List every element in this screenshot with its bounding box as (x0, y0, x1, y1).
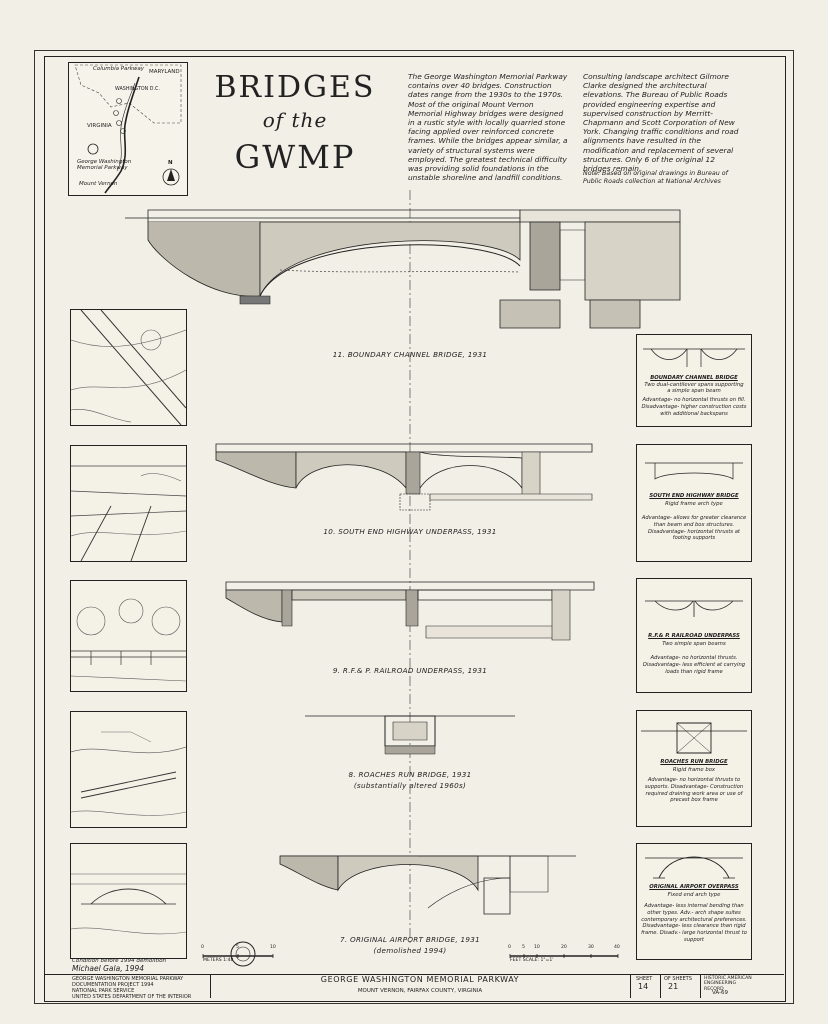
sketch-airport-bridge (70, 843, 187, 959)
sketch-rfp-railroad (70, 580, 187, 692)
description-note: Note: Based on original drawings in Bure… (583, 170, 728, 185)
description-col2: Consulting landscape architect Gilmore C… (583, 72, 739, 174)
diagram-title: BOUNDARY CHANNEL BRIDGE (650, 375, 738, 381)
caption-airport-bridge-note: (demolished 1994) (373, 946, 447, 955)
title-bridges: BRIDGES (214, 70, 376, 105)
sketch-caption: Condition before 1994 demolition (72, 958, 167, 964)
diagram-title: SOUTH END HIGHWAY BRIDGE (649, 493, 739, 499)
sketch-drawing (71, 873, 186, 935)
sheet-number: 14 (638, 982, 649, 991)
title-block-divider (630, 974, 631, 998)
elevation-rfp-railroad (225, 581, 595, 641)
diagram-description: Advantage- less internal bending than ot… (641, 903, 747, 943)
sketch-drawing (71, 465, 186, 561)
caption-airport-bridge: 7. ORIGINAL AIRPORT BRIDGE, 1931 (339, 935, 481, 944)
description-col1: The George Washington Memorial Parkway c… (408, 72, 568, 183)
scale-tick: 10 (270, 945, 276, 950)
sketch-south-end (70, 445, 187, 562)
diagram-drawing (643, 348, 745, 367)
caption-boundary-channel: 11. BOUNDARY CHANNEL BRIDGE, 1931 (332, 350, 488, 359)
sheets-label: OF SHEETS (664, 976, 692, 982)
diagram-box-south-end: SOUTH END HIGHWAY BRIDGE Rigid frame arc… (636, 444, 752, 562)
map-label-columbia: Columbia Parkway (93, 66, 144, 72)
diagram-drawing (645, 856, 743, 879)
credit-line: DOCUMENTATION PROJECT 1994 (72, 982, 154, 988)
map-label-parkway: George Washington Memorial Parkway (77, 159, 132, 171)
scale-tick: 20 (561, 945, 567, 950)
sketch-drawing (71, 598, 186, 682)
title-block-divider (700, 974, 701, 998)
scale-label-feet: FEET SCALE: 1"=1' (510, 958, 554, 963)
title-block-divider (210, 974, 211, 998)
elevation-boundary-channel (125, 209, 681, 329)
diagram-title: ORIGINAL AIRPORT OVERPASS (649, 884, 739, 890)
diagram-description: Advantage- no horizontal thrusts. Disadv… (642, 655, 746, 675)
diagram-description: Advantage- no horizontal thrusts on fill… (641, 397, 747, 417)
diagram-title: ROACHES RUN BRIDGE (660, 759, 728, 765)
diagram-description: Advantage- allows for greater clearance … (641, 515, 747, 542)
north-arrow-icon: N (168, 160, 173, 166)
title-block-sub: MOUNT VERNON, FAIRFAX COUNTY, VIRGINIA (357, 988, 483, 994)
location-map: Columbia Parkway MARYLAND WASHINGTON D.C… (68, 62, 188, 196)
map-label-mount-vernon: Mount Vernon (79, 181, 118, 187)
sketch-boundary-channel (70, 309, 187, 426)
diagram-subtitle: Fixed end arch type (667, 892, 721, 898)
scale-tick: 40 (614, 945, 620, 950)
scale-tick: 5 (522, 945, 525, 950)
diagram-subtitle: Two dual-cantilever spans supporting a s… (644, 382, 744, 394)
caption-south-end: 10. SOUTH END HIGHWAY UNDERPASS, 1931 (323, 527, 497, 536)
map-label-virginia: VIRGINIA (87, 123, 112, 129)
sketch-roaches-run (70, 711, 187, 828)
scale-tick: 5 (236, 945, 239, 950)
credit-line: UNITED STATES DEPARTMENT OF THE INTERIOR (72, 994, 192, 1000)
scale-bar-feet (509, 954, 619, 958)
caption-roaches-run: 8. ROACHES RUN BRIDGE, 1931 (348, 770, 472, 779)
caption-rfp-railroad: 9. R.F.& P. RAILROAD UNDERPASS, 1931 (332, 666, 488, 675)
diagram-drawing (641, 722, 747, 754)
caption-roaches-run-note: (substantially altered 1960s) (353, 781, 467, 790)
scale-tick: 10 (534, 945, 540, 950)
title-block-main: GEORGE WASHINGTON MEMORIAL PARKWAY (320, 975, 520, 984)
elevation-airport-bridge (279, 855, 576, 915)
diagram-drawing (645, 600, 743, 617)
map-label-maryland: MARYLAND (149, 69, 180, 75)
sketch-drawing (71, 310, 186, 425)
diagram-box-airport: ORIGINAL AIRPORT OVERPASS Fixed end arch… (636, 843, 752, 960)
elevation-roaches-run (305, 715, 515, 755)
scale-bar-meters (202, 954, 274, 958)
diagram-description: Advantage- no horizontal thrusts to supp… (644, 777, 744, 804)
diagram-subtitle: Two simple span beams (662, 641, 726, 647)
diagram-drawing (645, 462, 743, 480)
credit-line: GEORGE WASHINGTON MEMORIAL PARKWAY (72, 976, 184, 982)
title-gwmp: GWMP (234, 138, 356, 176)
outer-border (34, 50, 794, 1004)
diagram-title: R.F.& P. RAILROAD UNDERPASS (648, 633, 740, 639)
diagram-subtitle: Rigid frame box (672, 767, 716, 773)
map-label-washington: WASHINGTON D.C. (115, 87, 160, 92)
title-block (44, 974, 784, 999)
diagram-box-boundary-channel: BOUNDARY CHANNEL BRIDGE Two dual-cantile… (636, 334, 752, 427)
scale-tick: 30 (588, 945, 594, 950)
title-of-the: of the (262, 108, 328, 132)
title-block-divider (660, 974, 661, 998)
credit-line: NATIONAL PARK SERVICE (72, 988, 135, 994)
haer-number: VA-69 (712, 990, 729, 996)
map-drawing (74, 64, 182, 194)
diagram-box-roaches-run: ROACHES RUN BRIDGE Rigid frame box Advan… (636, 710, 752, 827)
elevation-south-end (215, 443, 593, 511)
diagram-subtitle: Rigid frame arch type (665, 501, 723, 507)
scale-tick: 0 (201, 945, 204, 950)
haer-seal-icon (230, 941, 256, 967)
diagram-box-rfp-railroad: R.F.& P. RAILROAD UNDERPASS Two simple s… (636, 578, 752, 693)
sketch-drawing (71, 731, 186, 816)
agency-name: HISTORIC AMERICAN ENGINEERING RECORD (704, 976, 752, 992)
inner-border (44, 56, 786, 1002)
drafter-signature: Michael Gala, 1994 (72, 964, 145, 973)
scale-tick: 0 (508, 945, 511, 950)
scale-label-meters: METERS 1:48 (203, 958, 234, 963)
sheet-label: SHEET (636, 976, 653, 982)
sheets-total: 21 (668, 982, 679, 991)
